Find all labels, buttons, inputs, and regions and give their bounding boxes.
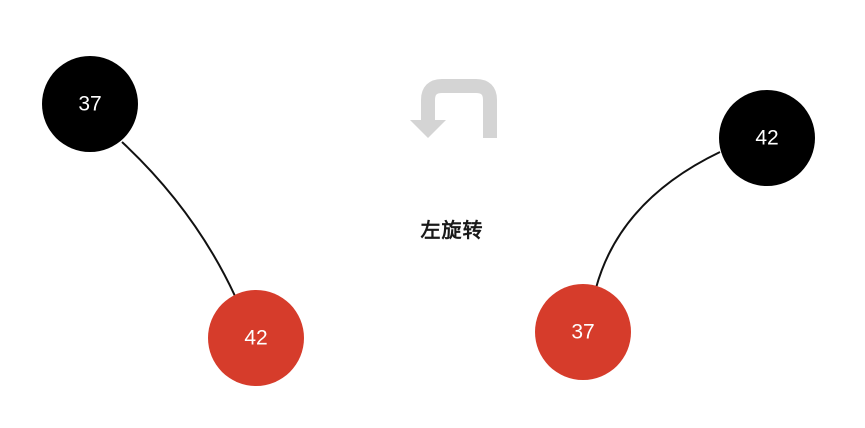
before-parent-label: 37: [78, 93, 101, 116]
before-child-label: 42: [244, 327, 267, 350]
after-parent-circle: [719, 90, 815, 186]
after-parent-node: 42: [719, 90, 815, 186]
after-child-circle: [535, 284, 631, 380]
rotation-caption: 左旋转: [420, 218, 484, 242]
before-edge: [121, 141, 236, 297]
before-child-node: 42: [208, 290, 304, 386]
before-parent-circle: [42, 56, 138, 152]
after-parent-label: 42: [755, 127, 778, 150]
u-turn-arrow-icon: [410, 79, 497, 138]
after-child-node: 37: [535, 284, 631, 380]
after-edge: [595, 151, 721, 289]
before-child-circle: [208, 290, 304, 386]
before-parent-node: 37: [42, 56, 138, 152]
after-child-label: 37: [571, 321, 594, 344]
